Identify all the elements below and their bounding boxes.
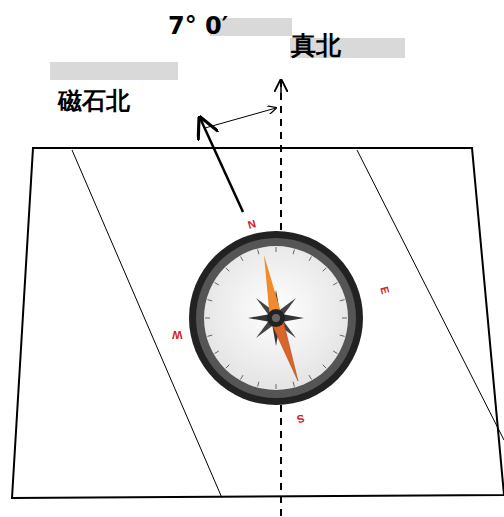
compass-tick	[241, 375, 244, 379]
compass-tick	[309, 257, 312, 261]
declination-arrow	[205, 108, 276, 128]
compass-tick	[215, 351, 219, 354]
compass-tick	[293, 382, 294, 387]
compass-tick	[226, 268, 230, 272]
highlight-bar	[50, 62, 178, 80]
compass-pivot	[272, 314, 280, 322]
true-north-label: 真北	[291, 33, 341, 58]
magnetic-north-label: 磁石北	[58, 89, 130, 113]
compass-tick	[340, 300, 345, 301]
compass-tick	[333, 351, 337, 354]
compass-tick	[276, 247, 277, 252]
compass-tick	[207, 335, 212, 336]
compass-letter: W	[172, 329, 182, 340]
magnetic-north-arrow	[200, 118, 243, 212]
declination-angle: 7° 0′	[168, 14, 228, 38]
meridian-line	[357, 150, 504, 440]
true-north-arrow	[280, 80, 282, 100]
compass-tick	[241, 257, 244, 261]
compass-tick	[323, 365, 327, 369]
compass-face	[204, 246, 348, 390]
compass-tick	[333, 283, 337, 286]
compass-tick	[226, 365, 230, 369]
compass-tick	[293, 249, 294, 254]
compass-tick	[205, 318, 210, 319]
compass-tick	[215, 283, 219, 286]
compass-tick	[340, 335, 345, 336]
compass-tick	[258, 382, 259, 387]
compass-ticks	[205, 247, 347, 389]
compass-pivot	[267, 309, 285, 327]
compass-tick	[276, 384, 277, 389]
map-sheet	[12, 148, 504, 498]
compass-tick	[342, 318, 347, 319]
compass-tick	[323, 268, 327, 272]
compass-tick	[258, 249, 259, 254]
compass-tick	[207, 300, 212, 301]
compass-ring	[196, 238, 356, 398]
compass-ring	[189, 231, 363, 405]
compass-tick	[309, 375, 312, 379]
